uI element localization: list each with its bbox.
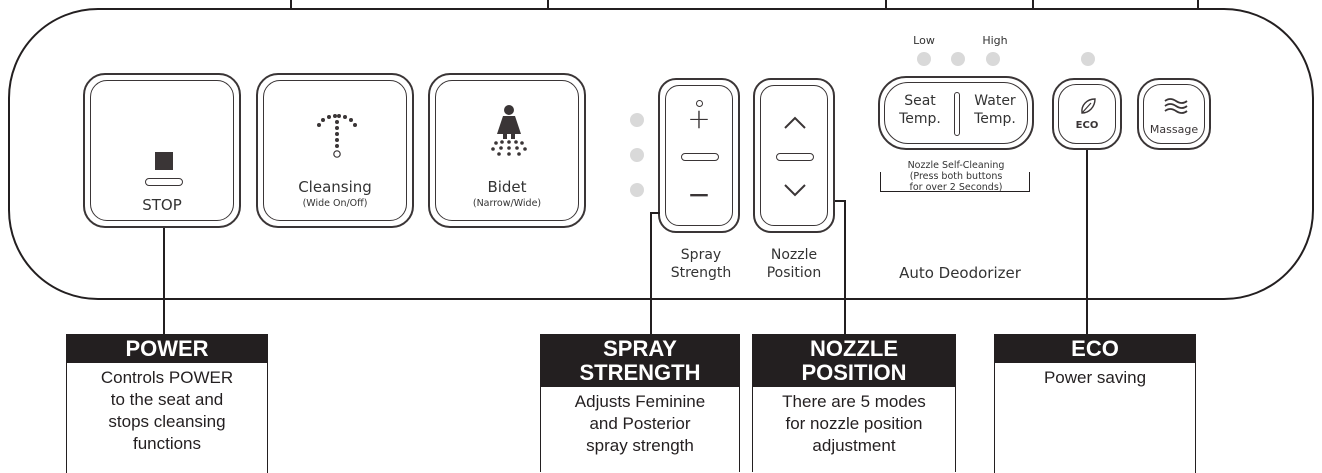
callout-spray-strength: SPRAY STRENGTH Adjusts Feminine and Post… <box>540 334 740 472</box>
stop-button[interactable]: STOP <box>83 73 241 228</box>
temp-level-indicator-3 <box>986 52 1000 66</box>
spray-indicator-small-circle <box>696 100 703 107</box>
cleansing-label: Cleansing <box>298 178 372 196</box>
cleansing-sublabel: (Wide On/Off) <box>302 198 368 209</box>
eco-button-label: ECO <box>1075 120 1099 131</box>
cleansing-icon <box>317 114 357 158</box>
callout-nozzle-line: for nozzle position <box>785 414 923 433</box>
callout-eco-body: Power saving <box>994 363 1196 473</box>
leaf-icon <box>1081 98 1096 114</box>
water-temp-button[interactable]: Water Temp. <box>962 92 1028 128</box>
nozzle-position-caption: Nozzle Position <box>753 246 835 282</box>
chevron-up-icon[interactable] <box>783 116 807 130</box>
temp-button-group: Seat Temp. Water Temp. <box>878 76 1034 150</box>
callout-nozzle-body: There are 5 modes for nozzle position ad… <box>752 387 956 472</box>
callout-power-line: functions <box>132 434 202 453</box>
nozzle-caption-line2: Position <box>766 265 822 281</box>
cleansing-button[interactable]: Cleansing (Wide On/Off) <box>256 73 414 228</box>
callout-power-line: Controls POWER <box>100 368 234 387</box>
callout-spray-title-line: SPRAY <box>603 336 677 361</box>
spray-level-indicator-2 <box>630 148 644 162</box>
callout-nozzle-title-line: NOZZLE <box>810 336 898 361</box>
waves-icon <box>1164 98 1188 114</box>
leader-line-eco <box>1086 150 1088 334</box>
callout-eco-title: ECO <box>994 334 1196 363</box>
self-clean-text: Nozzle Self-Cleaning (Press both buttons… <box>888 160 1024 193</box>
callout-power-body: Controls POWER to the seat and stops cle… <box>66 363 268 473</box>
callout-eco-line: Power saving <box>1043 368 1147 387</box>
temp-level-indicator-1 <box>917 52 931 66</box>
stop-icon <box>155 152 173 170</box>
temp-level-indicator-2 <box>951 52 965 66</box>
eco-button[interactable]: ECO <box>1052 78 1122 150</box>
leader-line-power <box>163 228 165 334</box>
auto-deodorizer-label: Auto Deodorizer <box>899 264 1021 282</box>
callout-power: POWER Controls POWER to the seat and sto… <box>66 334 268 473</box>
nozzle-caption-line1: Nozzle <box>770 247 818 263</box>
temp-high-label: High <box>982 34 1008 47</box>
chevron-down-icon[interactable] <box>783 183 807 197</box>
temp-button-frame <box>884 82 1028 144</box>
spray-indicator-bar <box>681 153 719 161</box>
leader-nozzle-tick <box>835 200 845 202</box>
callout-power-line: to the seat and <box>110 390 224 409</box>
massage-button[interactable]: Massage <box>1137 78 1211 150</box>
nozzle-indicator-bar <box>776 153 814 161</box>
seat-temp-line2: Temp. <box>899 111 941 127</box>
leader-line-nozzle <box>844 200 846 334</box>
eco-button-frame <box>1058 84 1116 144</box>
callout-spray-body: Adjusts Feminine and Posterior spray str… <box>540 387 740 472</box>
spray-strength-frame <box>665 85 733 226</box>
callout-eco: ECO Power saving <box>994 334 1196 473</box>
spray-caption-line1: Spray <box>680 247 722 263</box>
water-temp-line2: Temp. <box>974 111 1016 127</box>
callout-spray-line: spray strength <box>586 436 694 455</box>
seat-temp-line1: Seat <box>904 93 936 109</box>
spray-level-indicator-3 <box>630 183 644 197</box>
bidet-icon <box>491 105 527 156</box>
stop-label: STOP <box>142 196 182 214</box>
water-temp-line1: Water <box>974 93 1016 109</box>
spray-minus-icon[interactable]: − <box>687 178 711 211</box>
callout-spray-line: and Posterior <box>589 414 691 433</box>
cleansing-button-frame <box>263 80 407 221</box>
bidet-button-frame <box>435 80 579 221</box>
spray-level-indicator-1 <box>630 113 644 127</box>
callout-nozzle-position: NOZZLE POSITION There are 5 modes for no… <box>752 334 956 472</box>
bidet-label: Bidet <box>487 178 527 196</box>
callout-nozzle-line: adjustment <box>812 436 896 455</box>
self-clean-bracket <box>880 172 1030 192</box>
spray-plus-icon[interactable]: + <box>687 102 711 135</box>
spray-strength-button[interactable]: + − <box>658 78 740 233</box>
callout-nozzle-title-line: POSITION <box>801 360 907 385</box>
callout-nozzle-title: NOZZLE POSITION <box>752 334 956 387</box>
stop-indicator-bar <box>145 178 183 186</box>
eco-indicator <box>1081 52 1095 66</box>
callout-nozzle-line: There are 5 modes <box>782 392 926 411</box>
self-clean-line3: for over 2 Seconds) <box>909 182 1003 193</box>
self-clean-line2: (Press both buttons <box>909 171 1003 182</box>
leader-spray-tick <box>650 212 660 214</box>
bidet-button[interactable]: Bidet (Narrow/Wide) <box>428 73 586 228</box>
self-clean-line1: Nozzle Self-Cleaning <box>907 160 1005 171</box>
massage-button-label: Massage <box>1149 123 1199 136</box>
stop-button-frame <box>90 80 234 221</box>
callout-power-title: POWER <box>66 334 268 363</box>
temp-divider <box>954 92 960 136</box>
callout-spray-title: SPRAY STRENGTH <box>540 334 740 387</box>
seat-temp-button[interactable]: Seat Temp. <box>888 92 952 128</box>
callout-spray-title-line: STRENGTH <box>579 360 701 385</box>
massage-button-frame <box>1143 84 1205 144</box>
bidet-sublabel: (Narrow/Wide) <box>472 198 542 209</box>
temp-low-label: Low <box>913 34 935 47</box>
leader-line-spray <box>650 212 652 334</box>
nozzle-position-button[interactable] <box>753 78 835 233</box>
callout-spray-line: Adjusts Feminine <box>574 392 706 411</box>
spray-strength-caption: Spray Strength <box>660 246 742 282</box>
callout-power-line: stops cleansing <box>108 412 226 431</box>
spray-caption-line2: Strength <box>670 265 732 281</box>
nozzle-position-frame <box>760 85 828 226</box>
